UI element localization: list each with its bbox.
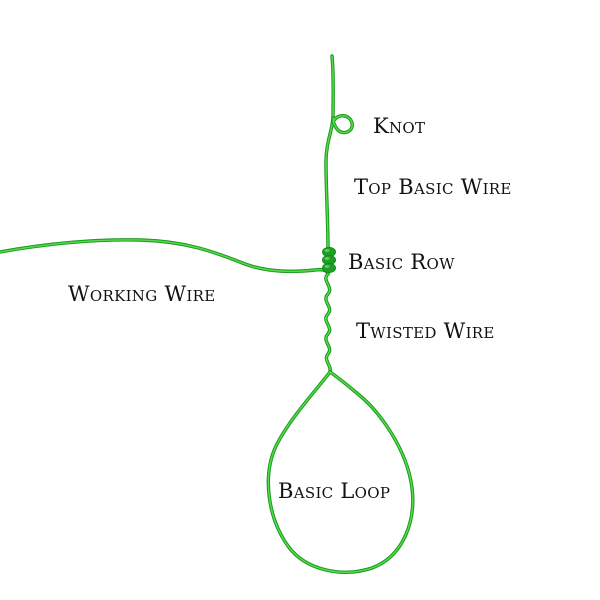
- top-basic-wire-label: Top Basic Wire: [354, 175, 512, 199]
- basic-row-label: Basic Row: [348, 250, 455, 274]
- twisted-wire-highlight: [325, 273, 331, 373]
- basic-loop-highlight: [267, 371, 414, 573]
- basic-loop-shade: [267, 370, 414, 574]
- bead-2-shine: [324, 257, 330, 260]
- basic-loop: [266, 370, 415, 574]
- bead-3: [322, 262, 336, 274]
- basic-loop-label: Basic Loop: [278, 479, 391, 503]
- working-wire-label: Working Wire: [68, 282, 216, 306]
- twisted-wire-label: Twisted Wire: [356, 319, 495, 343]
- knot-label: Knot: [373, 114, 426, 138]
- knot-loop-highlight: [332, 115, 353, 133]
- top-basic-wire-highlight: [325, 55, 334, 251]
- bead-1-shine: [324, 249, 330, 252]
- working-wire-highlight: [0, 239, 329, 275]
- bead-3-shine: [324, 265, 330, 268]
